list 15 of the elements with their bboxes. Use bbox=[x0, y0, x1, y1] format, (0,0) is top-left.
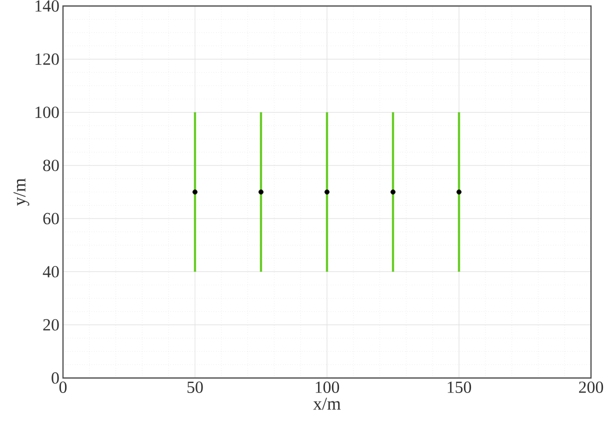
x-tick-label: 50 bbox=[188, 382, 203, 393]
x-axis-title: x/m bbox=[313, 398, 341, 410]
y-tick-label: 140 bbox=[36, 0, 59, 12]
y-tick-label: 20 bbox=[43, 319, 59, 331]
y-tick-label: 120 bbox=[36, 53, 59, 65]
y-axis-title: y/m bbox=[14, 178, 30, 206]
x-tick-label: 0 bbox=[59, 382, 67, 393]
y-tick-label: 60 bbox=[43, 212, 59, 224]
y-tick-label: 0 bbox=[52, 372, 59, 384]
y-tick-label: 40 bbox=[42, 266, 59, 278]
y-tick-label: 80 bbox=[43, 160, 59, 172]
x-tick-label: 150 bbox=[448, 382, 472, 393]
y-tick-label: 100 bbox=[36, 106, 59, 118]
x-tick-label: 200 bbox=[579, 382, 604, 393]
x-tick-label: 100 bbox=[316, 382, 340, 393]
